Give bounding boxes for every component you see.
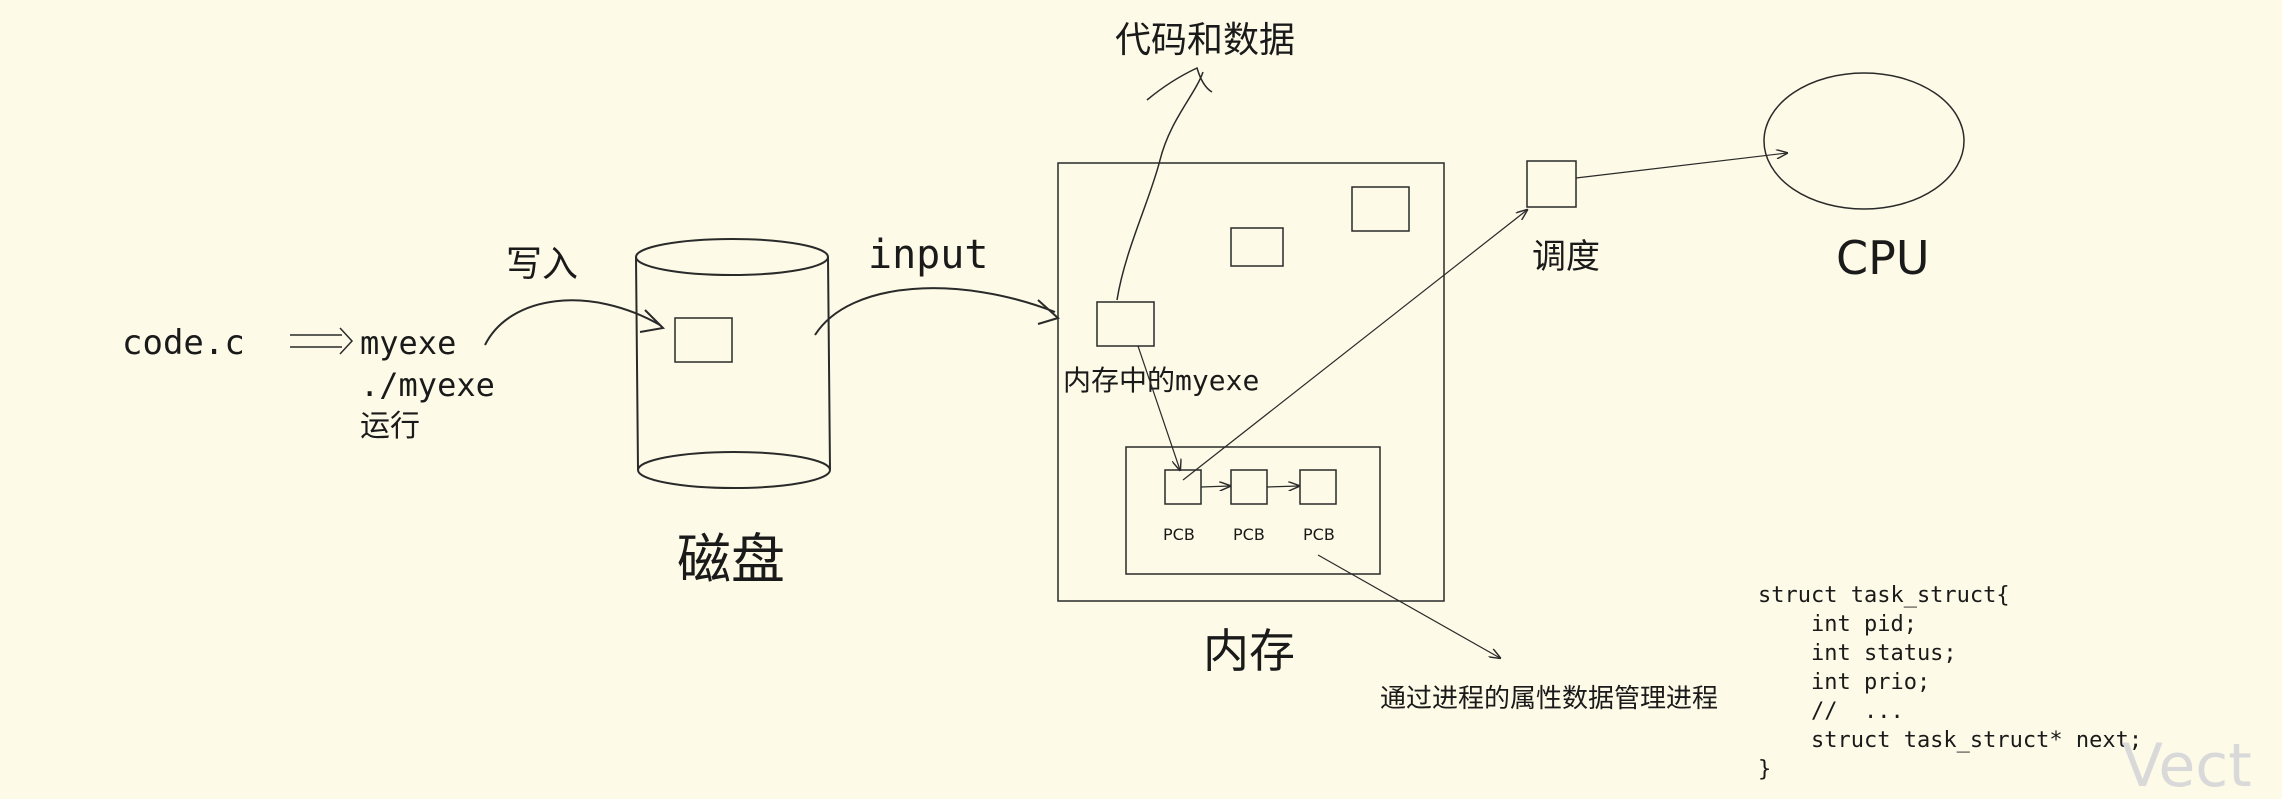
code-line: int prio;	[1758, 670, 1930, 695]
code-line: struct task_struct{	[1758, 583, 2010, 608]
pcb-label-1: PCB	[1163, 525, 1195, 544]
schedule-block	[1526, 160, 1577, 208]
code-data-arrow	[1116, 71, 1204, 301]
disk-file-block	[674, 317, 733, 363]
memory-exe-label: 内存中的myexe	[1063, 364, 1259, 397]
code-data-arrowhead-icon	[1146, 66, 1213, 101]
pcb-chain: PCB PCB PCB	[1163, 469, 1337, 544]
disk-cylinder	[635, 238, 831, 489]
code-line: }	[1758, 757, 1771, 782]
input-label: input	[868, 232, 988, 278]
schedule-arrow	[1182, 210, 1527, 481]
cpu-label: CPU	[1836, 231, 1930, 285]
memory-exe-block	[1096, 301, 1155, 347]
code-line: int status;	[1758, 641, 1957, 666]
pcb-node-1	[1164, 469, 1202, 505]
memory-block-2	[1351, 186, 1410, 232]
disk-label: 磁盘	[677, 528, 785, 591]
watermark: Vect	[2122, 731, 2252, 799]
pcb-label-3: PCB	[1303, 525, 1335, 544]
write-arrowhead-icon	[639, 309, 666, 333]
memory-box	[1057, 162, 1445, 602]
manage-label: 通过进程的属性数据管理进程	[1380, 684, 1718, 714]
memory-exe-label-mono: myexe	[1175, 364, 1259, 397]
code-line: // ...	[1758, 699, 1904, 724]
memory-exe-label-cn: 内存中的	[1063, 364, 1175, 397]
code-line: struct task_struct* next;	[1758, 728, 2142, 753]
task-struct-code: struct task_struct{ int pid; int status;…	[1758, 583, 2142, 782]
run-command-label: ./myexe	[360, 366, 495, 404]
memory-block-1	[1230, 227, 1284, 267]
exe-name-label: myexe	[360, 324, 456, 362]
source-file-label: code.c	[122, 323, 245, 363]
run-label: 运行	[360, 409, 420, 444]
exe-to-pcb-arrow	[1137, 345, 1180, 470]
input-arrow	[814, 287, 1056, 336]
schedule-label: 调度	[1532, 237, 1600, 277]
cpu-ellipse	[1763, 72, 1965, 210]
pcb-node-3	[1299, 469, 1337, 505]
code-data-label: 代码和数据	[1115, 20, 1295, 61]
pcb-label-2: PCB	[1233, 525, 1265, 544]
pcb-list-box	[1125, 446, 1381, 575]
write-label: 写入	[506, 244, 578, 285]
pcb-node-2	[1230, 469, 1268, 505]
manage-arrow	[1317, 554, 1500, 658]
write-arrow	[484, 299, 661, 346]
memory-label: 内存	[1203, 624, 1295, 678]
double-arrow-icon	[290, 327, 354, 355]
pcb-link-1	[1200, 486, 1230, 487]
pcb-link-2	[1266, 486, 1299, 487]
code-line: int pid;	[1758, 612, 1917, 637]
to-cpu-arrow	[1575, 153, 1787, 179]
